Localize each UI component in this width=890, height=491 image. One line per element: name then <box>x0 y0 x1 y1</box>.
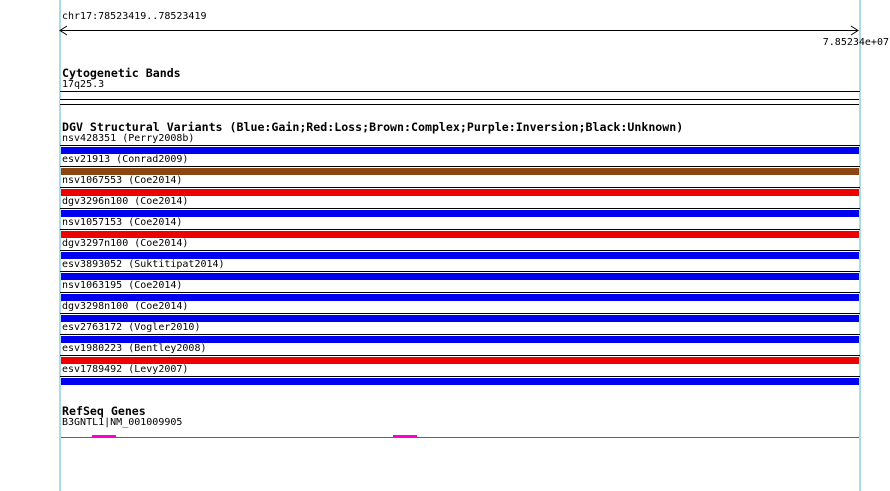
track-title-cytogenetic-bands: Cytogenetic Bands <box>62 66 181 80</box>
variant-label-underline <box>60 187 860 188</box>
gene-label[interactable]: B3GNTL1|NM_001009905 <box>62 417 183 428</box>
variant-label-underline <box>60 250 860 251</box>
gene-exon-glyph[interactable] <box>393 435 417 438</box>
variant-bar-complex[interactable] <box>61 168 859 175</box>
ruler-double-arrow-icon <box>59 25 859 36</box>
coordinate-label: 7.85234e+07 <box>822 37 889 48</box>
variant-label[interactable]: esv3893052 (Suktitipat2014) <box>62 259 225 270</box>
variant-label[interactable]: nsv428351 (Perry2008b) <box>62 133 195 144</box>
view-left-boundary-line <box>59 0 61 491</box>
variant-label[interactable]: esv1789492 (Levy2007) <box>62 364 189 375</box>
gene-glyph-line[interactable] <box>61 437 859 438</box>
variant-label-underline <box>60 208 860 209</box>
variant-bar-gain[interactable] <box>61 252 859 259</box>
region-label: chr17:78523419..78523419 <box>62 11 207 22</box>
variant-bar-gain[interactable] <box>61 147 859 154</box>
variant-label-underline <box>60 313 860 314</box>
variant-bar-gain[interactable] <box>61 273 859 280</box>
variant-bar-loss[interactable] <box>61 231 859 238</box>
variant-bar-gain[interactable] <box>61 210 859 217</box>
variant-label-underline <box>60 355 860 356</box>
variant-label[interactable]: nsv1063195 (Coe2014) <box>62 280 183 291</box>
variant-label-underline <box>60 271 860 272</box>
variant-bar-gain[interactable] <box>61 294 859 301</box>
variant-bar-gain[interactable] <box>61 315 859 322</box>
variant-bar-gain[interactable] <box>61 336 859 343</box>
variant-label-underline <box>60 292 860 293</box>
variant-bar-loss[interactable] <box>61 357 859 364</box>
track-title-dgv-structural-variants: DGV Structural Variants (Blue:Gain;Red:L… <box>62 120 684 134</box>
variant-label[interactable]: dgv3296n100 (Coe2014) <box>62 196 189 207</box>
variant-label[interactable]: dgv3297n100 (Coe2014) <box>62 238 189 249</box>
gene-exon-glyph[interactable] <box>92 435 116 438</box>
variant-bar-gain[interactable] <box>61 378 859 385</box>
variant-label-underline <box>60 334 860 335</box>
cytoband-glyph[interactable] <box>60 99 859 105</box>
variant-label-underline <box>60 145 860 146</box>
view-right-boundary-line <box>859 0 861 491</box>
cytoband-underline <box>60 91 860 92</box>
track-title-refseq-genes: RefSeq Genes <box>62 404 146 418</box>
variant-label-underline <box>60 166 860 167</box>
variant-label[interactable]: dgv3298n100 (Coe2014) <box>62 301 189 312</box>
variant-label[interactable]: esv1980223 (Bentley2008) <box>62 343 207 354</box>
variant-bar-loss[interactable] <box>61 189 859 196</box>
variant-label[interactable]: esv2763172 (Vogler2010) <box>62 322 201 333</box>
variant-label[interactable]: nsv1057153 (Coe2014) <box>62 217 183 228</box>
variant-label-underline <box>60 229 860 230</box>
variant-label-underline <box>60 376 860 377</box>
cytoband-label[interactable]: 17q25.3 <box>62 79 105 90</box>
variant-label[interactable]: nsv1067553 (Coe2014) <box>62 175 183 186</box>
variant-label[interactable]: esv21913 (Conrad2009) <box>62 154 189 165</box>
